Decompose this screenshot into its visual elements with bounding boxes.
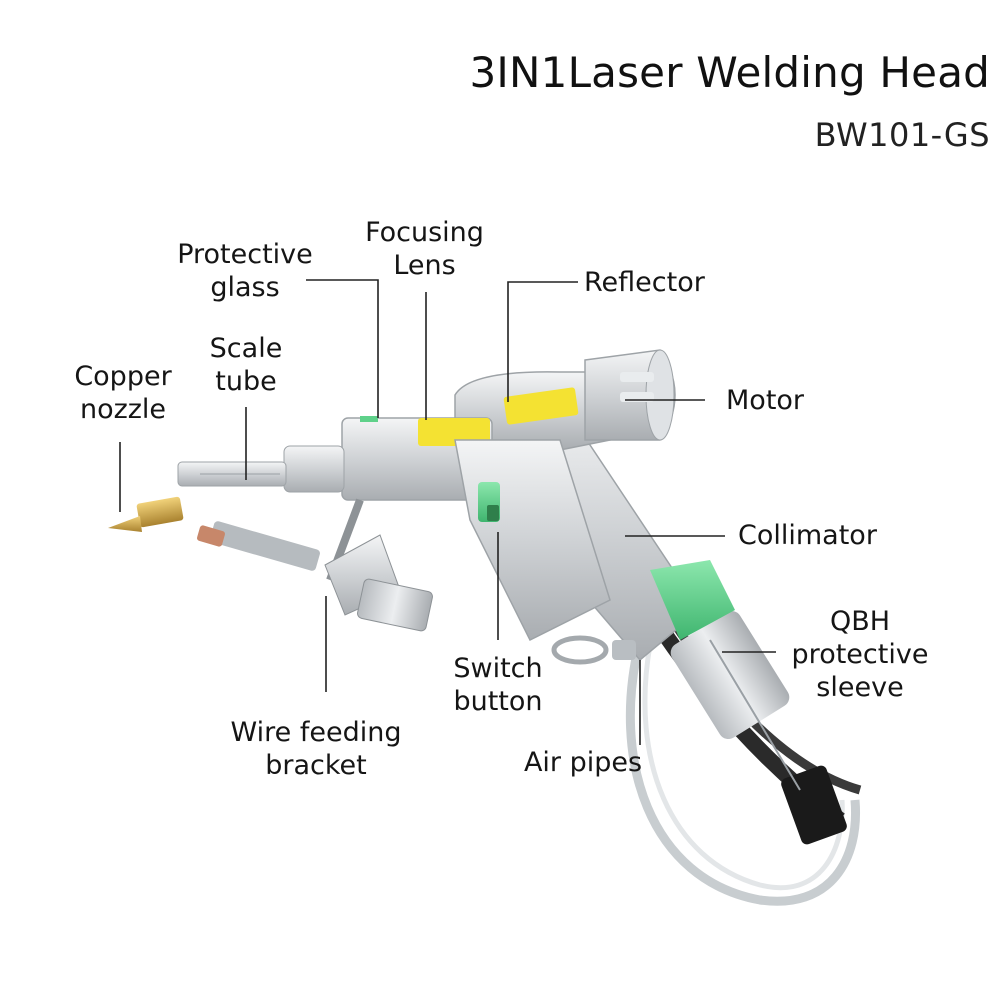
page-title: 3IN1Laser Welding Head	[469, 48, 990, 97]
copper-nozzle-shape	[108, 496, 184, 532]
main-body-shape	[341, 416, 493, 501]
air-fitting	[612, 640, 636, 660]
model-number: BW101-GS	[814, 116, 990, 154]
leader-lines	[119, 279, 776, 745]
label-motor: Motor	[726, 385, 805, 416]
label-switch-button: Switch button	[453, 653, 543, 717]
reflector-block-shape	[454, 371, 611, 451]
wire-feeding-bracket-shape	[197, 498, 433, 632]
label-protective-glass: Protective glass	[177, 239, 313, 303]
label-collimator: Collimator	[738, 520, 877, 551]
leader-reflector	[507, 281, 578, 402]
qbh-sleeve-shape	[670, 610, 801, 791]
label-air-pipes: Air pipes	[523, 747, 643, 778]
label-focusing-lens: Focusing Lens	[365, 217, 484, 281]
leader-protective-glass	[306, 279, 379, 418]
label-copper-nozzle: Copper nozzle	[74, 361, 172, 425]
label-reflector: Reflector	[584, 267, 705, 298]
motor-shape	[584, 349, 676, 441]
scale-tube-shape	[177, 445, 345, 493]
label-scale-tube: Scale tube	[209, 333, 283, 397]
hanging-ring	[551, 635, 609, 665]
grip-shape	[454, 439, 611, 642]
label-wire-feeding-bracket: Wire feeding bracket	[230, 717, 402, 781]
label-qbh-protective-sleeve: QBH protective sleeve	[791, 606, 929, 703]
